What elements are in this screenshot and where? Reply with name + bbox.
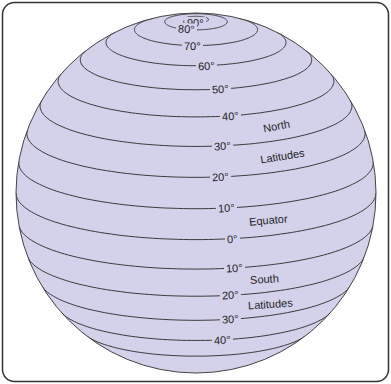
- latitude-degree: 20°: [209, 170, 230, 183]
- latitude-line: [40, 101, 352, 147]
- region-label: South: [247, 272, 281, 286]
- latitude-degree: 30°: [211, 139, 232, 152]
- frame: [3, 3, 389, 382]
- latitude-line: [43, 287, 350, 320]
- latitude-degree: 40°: [211, 333, 232, 346]
- latitude-degree: 10°: [215, 202, 236, 215]
- latitude-line: [58, 74, 334, 117]
- latitude-line: [16, 193, 376, 240]
- latitude-line: [19, 226, 373, 269]
- latitude-degree: 0°: [224, 232, 239, 245]
- latitude-line: [27, 131, 365, 178]
- globe: [16, 13, 376, 373]
- latitude-degree: 10°: [223, 261, 244, 274]
- latitude-degree: 80°: [175, 23, 196, 36]
- latitude-line: [19, 161, 374, 209]
- latitude-line: [62, 313, 330, 340]
- latitude-line: [80, 51, 311, 90]
- latitude-lines: [16, 14, 376, 356]
- latitude-degree: 70°: [182, 39, 203, 51]
- latitude-degree: 60°: [195, 59, 216, 72]
- latitude-degree: 30°: [219, 313, 240, 326]
- latitude-line: [28, 257, 364, 296]
- latitude-line: [87, 336, 304, 356]
- latitude-degree: 40°: [219, 109, 240, 122]
- latitude-degree: 50°: [209, 82, 230, 95]
- latitude-degree: 20°: [219, 289, 240, 302]
